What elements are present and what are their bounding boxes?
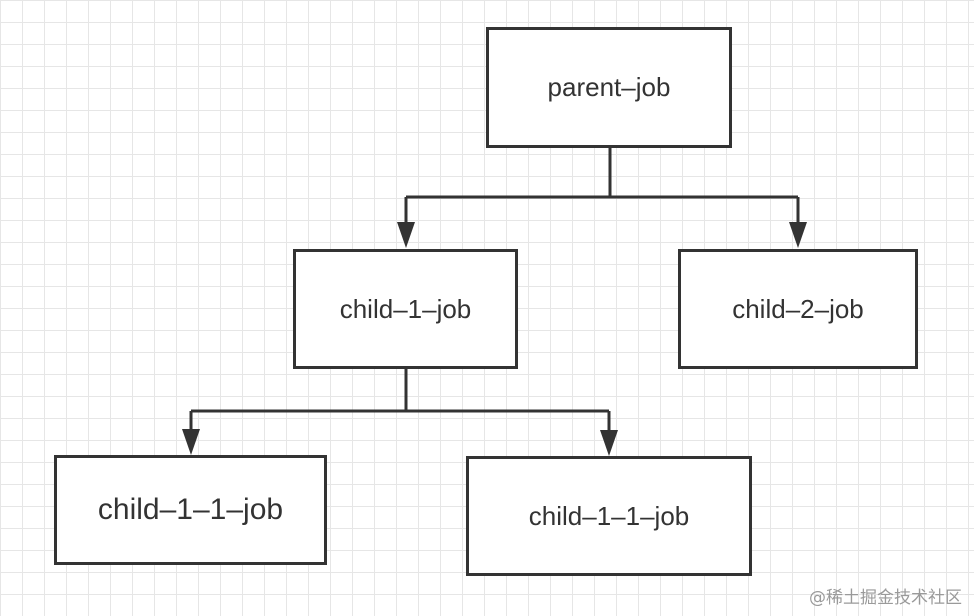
node-label: parent–job xyxy=(547,72,671,102)
arrowhead-child-1-1-a xyxy=(182,429,200,455)
node-child-1-1-job-left[interactable]: child–1–1–job xyxy=(54,455,327,565)
node-child-1-1-job-right[interactable]: child–1–1–job xyxy=(466,456,752,576)
node-parent-job[interactable]: parent–job xyxy=(486,27,732,148)
node-label: child–1–1–job xyxy=(528,500,690,531)
node-child-2-job[interactable]: child–2–job xyxy=(678,249,918,369)
node-child-1-job[interactable]: child–1–job xyxy=(293,249,518,369)
watermark: @稀土掘金技术社区 xyxy=(809,588,962,608)
node-label: child–1–1–job xyxy=(97,493,284,526)
node-label: child–2–job xyxy=(732,293,864,324)
arrowhead-child-1 xyxy=(397,222,415,248)
arrowhead-child-2 xyxy=(789,222,807,248)
node-label: child–1–job xyxy=(339,293,472,324)
arrowhead-child-1-1-b xyxy=(600,430,618,456)
